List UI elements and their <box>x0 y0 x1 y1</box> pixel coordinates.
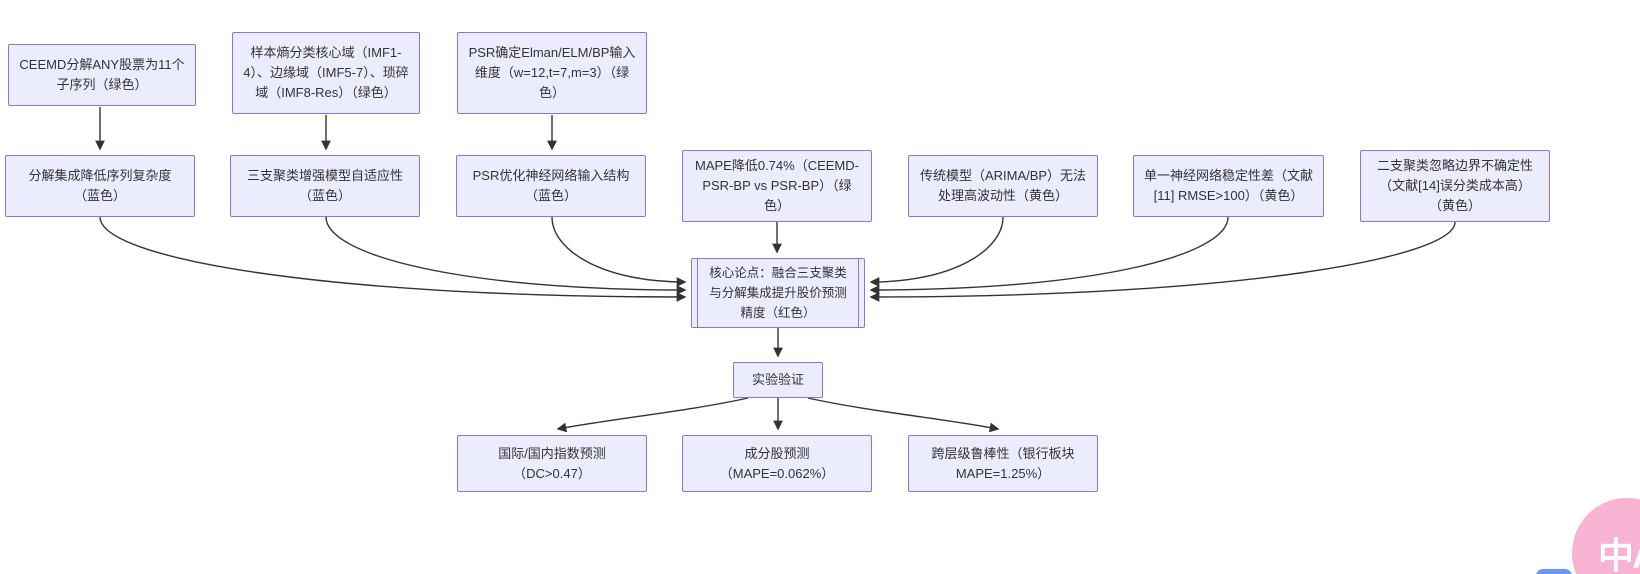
node-label: 传统模型（ARIMA/BP）无法处理高波动性（黄色） <box>919 168 1087 203</box>
node-label: PSR优化神经网络输入结构（蓝色） <box>472 168 630 203</box>
node-label: 核心论点：融合三支聚类与分解集成提升股价预测精度（红色） <box>709 266 847 320</box>
node-mape-improvement: MAPE降低0.74%（CEEMD-PSR-BP vs PSR-BP）（绿色） <box>682 150 872 222</box>
node-psr-benefit: PSR优化神经网络输入结构（蓝色） <box>456 155 646 217</box>
node-psr-dimension: PSR确定Elman/ELM/BP输入维度（w=12,t=7,m=3）（绿色） <box>457 32 647 114</box>
node-two-way-limit: 二支聚类忽略边界不确定性（文献[14]误分类成本高）（黄色） <box>1360 150 1550 222</box>
node-label: MAPE降低0.74%（CEEMD-PSR-BP vs PSR-BP）（绿色） <box>695 158 859 213</box>
blue-widget-edge[interactable] <box>1536 569 1572 574</box>
edge-singlenn-to-core <box>869 216 1229 295</box>
edge-twoway-to-core <box>869 221 1456 302</box>
node-label: 成分股预测（MAPE=0.062%） <box>719 445 835 481</box>
node-index-prediction: 国际/国内指数预测（DC>0.47） <box>457 435 647 492</box>
node-label: 跨层级鲁棒性（银行板块MAPE=1.25%） <box>931 445 1075 481</box>
node-sample-entropy: 样本熵分类核心域（IMF1-4）、边缘域（IMF5-7）、琐碎域（IMF8-Re… <box>232 32 420 114</box>
node-traditional-limit: 传统模型（ARIMA/BP）无法处理高波动性（黄色） <box>908 155 1098 217</box>
node-label: 国际/国内指数预测（DC>0.47） <box>498 445 606 481</box>
translate-icon: 中A <box>1598 535 1640 574</box>
node-label: 单一神经网络稳定性差（文献[11] RMSE>100）（黄色） <box>1144 168 1314 203</box>
node-label: 实验验证 <box>751 372 804 387</box>
edge-traditional-to-core <box>869 216 1004 287</box>
node-robustness: 跨层级鲁棒性（银行板块MAPE=1.25%） <box>908 435 1098 492</box>
node-constituent-prediction: 成分股预测（MAPE=0.062%） <box>682 435 872 492</box>
edge-decompose-to-core <box>99 216 687 302</box>
node-label: 分解集成降低序列复杂度（蓝色） <box>28 168 172 203</box>
edge-experiment-to-robustness <box>807 397 1000 433</box>
node-core-thesis: 核心论点：融合三支聚类与分解集成提升股价预测精度（红色） <box>691 258 865 328</box>
edge-threeway-to-core <box>325 216 687 295</box>
node-three-way-benefit: 三支聚类增强模型自适应性（蓝色） <box>230 155 420 217</box>
node-single-nn-limit: 单一神经网络稳定性差（文献[11] RMSE>100）（黄色） <box>1133 155 1324 217</box>
edge-psr-to-core <box>551 216 687 287</box>
node-label: CEEMD分解ANY股票为11个子序列（绿色） <box>19 57 185 92</box>
node-label: 三支聚类增强模型自适应性（蓝色） <box>246 168 403 203</box>
node-ceemd-decompose: CEEMD分解ANY股票为11个子序列（绿色） <box>8 44 196 106</box>
node-decompose-benefit: 分解集成降低序列复杂度（蓝色） <box>5 155 195 217</box>
translate-button[interactable]: 中A <box>1572 498 1640 574</box>
edge-experiment-to-index <box>556 397 749 433</box>
node-experiment: 实验验证 <box>733 362 823 398</box>
node-label: 二支聚类忽略边界不确定性（文献[14]误分类成本高）（黄色） <box>1376 158 1533 213</box>
node-label: PSR确定Elman/ELM/BP输入维度（w=12,t=7,m=3）（绿色） <box>468 45 636 100</box>
node-label: 样本熵分类核心域（IMF1-4）、边缘域（IMF5-7）、琐碎域（IMF8-Re… <box>243 45 409 100</box>
